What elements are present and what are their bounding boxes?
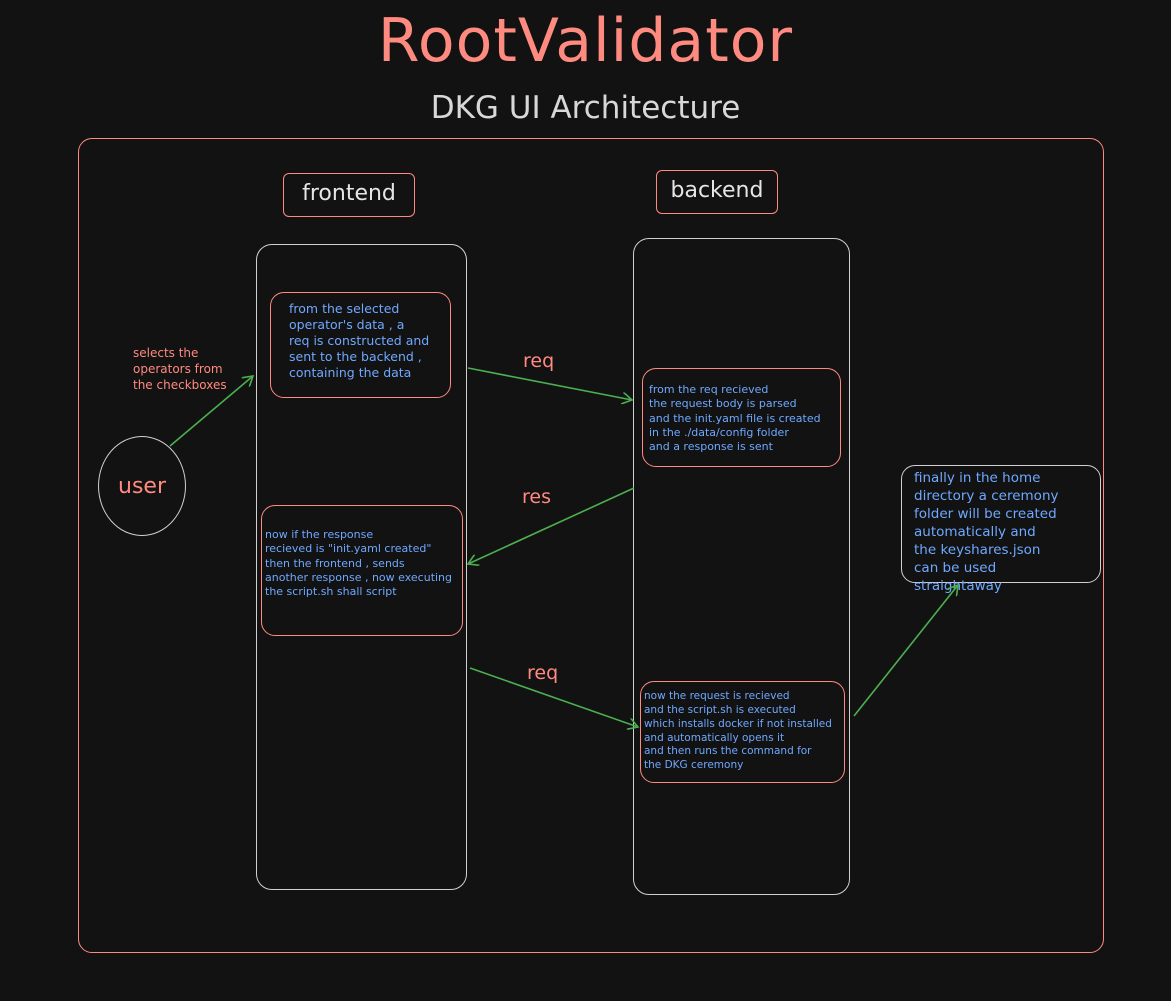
backend-script-box: now the request is recieved and the scri… bbox=[640, 681, 845, 783]
frontend-header: frontend bbox=[283, 173, 415, 217]
result-box: finally in the home directory a ceremony… bbox=[901, 465, 1101, 594]
diagram-title: RootValidator bbox=[377, 6, 794, 76]
res-label: res bbox=[522, 486, 551, 508]
frontend-request-box: from the selected operator's data , a re… bbox=[270, 292, 451, 398]
req-label-2: req bbox=[527, 662, 559, 684]
arrow-req-1 bbox=[467, 367, 632, 400]
arrow-user-to-frontend bbox=[169, 376, 253, 447]
backend-header: backend bbox=[656, 170, 778, 214]
backend-column bbox=[633, 238, 850, 895]
user-note: selects the operators from the checkboxe… bbox=[133, 346, 227, 393]
backend-init-box: from the req recieved the request body i… bbox=[642, 368, 841, 467]
frontend-response-box: now if the response recieved is "init.ya… bbox=[261, 505, 463, 636]
frontend-column bbox=[256, 244, 467, 890]
arrow-to-result bbox=[853, 585, 958, 717]
outer-frame bbox=[78, 138, 1104, 953]
user-node: user bbox=[98, 436, 186, 536]
req-label-1: req bbox=[523, 350, 555, 372]
diagram-subtitle: DKG UI Architecture bbox=[430, 90, 741, 126]
arrow-req-2 bbox=[469, 667, 638, 727]
arrow-res bbox=[468, 487, 635, 564]
